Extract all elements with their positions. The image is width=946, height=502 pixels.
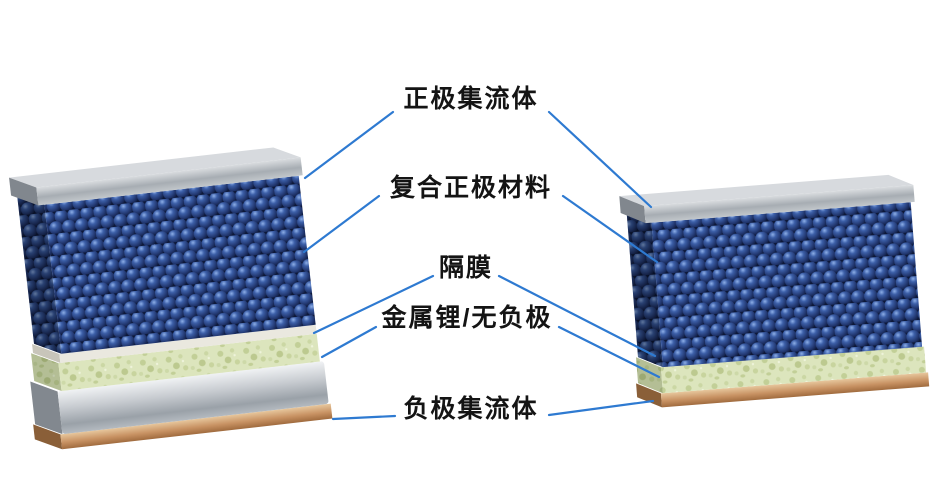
left-cathode-side [17,194,62,354]
right-foam-side [636,357,663,394]
right-anode-collector-plate [660,372,930,408]
right-cathode-block [651,202,923,368]
leader-cathode-collector-right [547,110,653,209]
left-separator-side [32,344,61,363]
label-lithium-metal-anode-free: 金属锂/无负极 [381,304,553,332]
leader-composite-cathode-left [302,194,381,254]
leader-anode-collector-left [331,414,397,421]
left-separator-layer [59,324,317,363]
label-cathode-current-collector: 正极集流体 [403,85,539,113]
left-foam-side [31,353,62,391]
left-foam-side-shade [31,353,62,391]
right-foam-layer [660,346,927,394]
left-li-metal-side [30,381,63,435]
leader-separator-left [312,274,435,335]
right-cathode-side-shade [626,212,663,368]
left-cathode-collector-front [36,157,303,206]
leader-li-metal-right [557,325,661,379]
leader-separator-right [497,274,657,358]
left-li-metal-slab [57,361,329,434]
leader-lines [302,110,661,421]
left-foam-layer [58,333,320,391]
leader-anode-collector-right [547,399,655,417]
label-composite-cathode-material: 复合正极材料 [389,174,553,202]
right-battery-stack [619,174,930,408]
left-anode-collector-side [33,424,63,450]
leader-cathode-collector-left [303,110,395,180]
right-anode-collector-side [636,383,663,408]
left-cathode-side-shade [17,194,62,354]
leader-li-metal-left [320,325,378,359]
left-cathode-collector-side [9,177,39,206]
right-cathode-collector-front [644,184,915,224]
right-cathode-collector-side [619,196,646,224]
right-foam-side-shade [636,357,663,394]
leader-composite-cathode-right [561,194,659,264]
label-separator: 隔膜 [438,254,494,282]
label-anode-current-collector: 负极集流体 [403,395,539,423]
left-battery-stack [9,147,333,450]
left-cathode-collector-top [9,147,301,188]
left-cathode-block [44,175,316,354]
right-cathode-side [626,212,663,368]
left-anode-collector-plate [60,403,333,450]
right-cathode-collector-top [619,174,914,207]
